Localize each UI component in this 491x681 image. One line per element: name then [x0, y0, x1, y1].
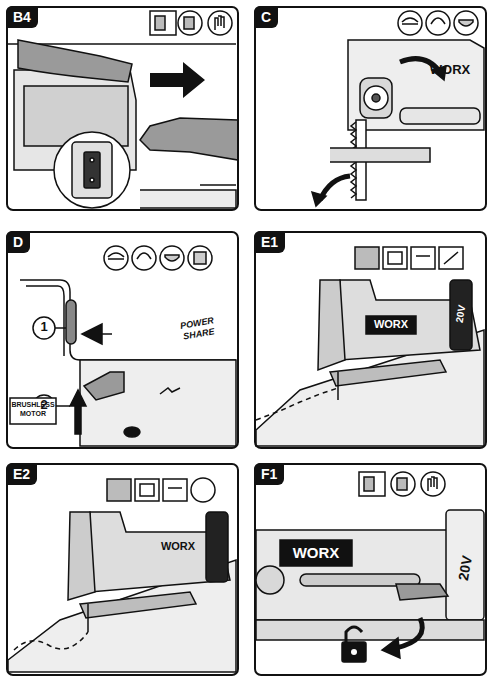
product-marking: WORX: [420, 62, 480, 77]
step-panel: B4: [6, 6, 239, 211]
product-marking: WORX: [366, 318, 416, 331]
product-marking: WORX: [280, 544, 352, 561]
product-marking: BRUSHLESS MOTOR: [10, 400, 56, 418]
step-label: E1: [254, 231, 285, 253]
bevel-lever-art: [256, 472, 484, 662]
step-panel: E2: [6, 463, 239, 676]
step-label: C: [254, 6, 278, 28]
callout-number: 1: [34, 319, 54, 334]
product-marking: WORX: [150, 540, 206, 553]
step-label: B4: [6, 6, 38, 28]
step-label: D: [6, 231, 30, 253]
curve-cut-art: [8, 478, 236, 672]
step-label: E2: [6, 463, 37, 485]
straight-cut-art: [256, 247, 484, 446]
step-panel: E1: [254, 231, 487, 449]
step-panel: F1: [254, 463, 487, 676]
product-marking: POWER SHARE: [169, 313, 228, 344]
switch-art: [10, 246, 236, 446]
battery-removal-art: [8, 11, 238, 208]
step-panel: C: [254, 6, 487, 211]
step-label: F1: [254, 463, 284, 485]
blade-install-art: [312, 11, 484, 206]
